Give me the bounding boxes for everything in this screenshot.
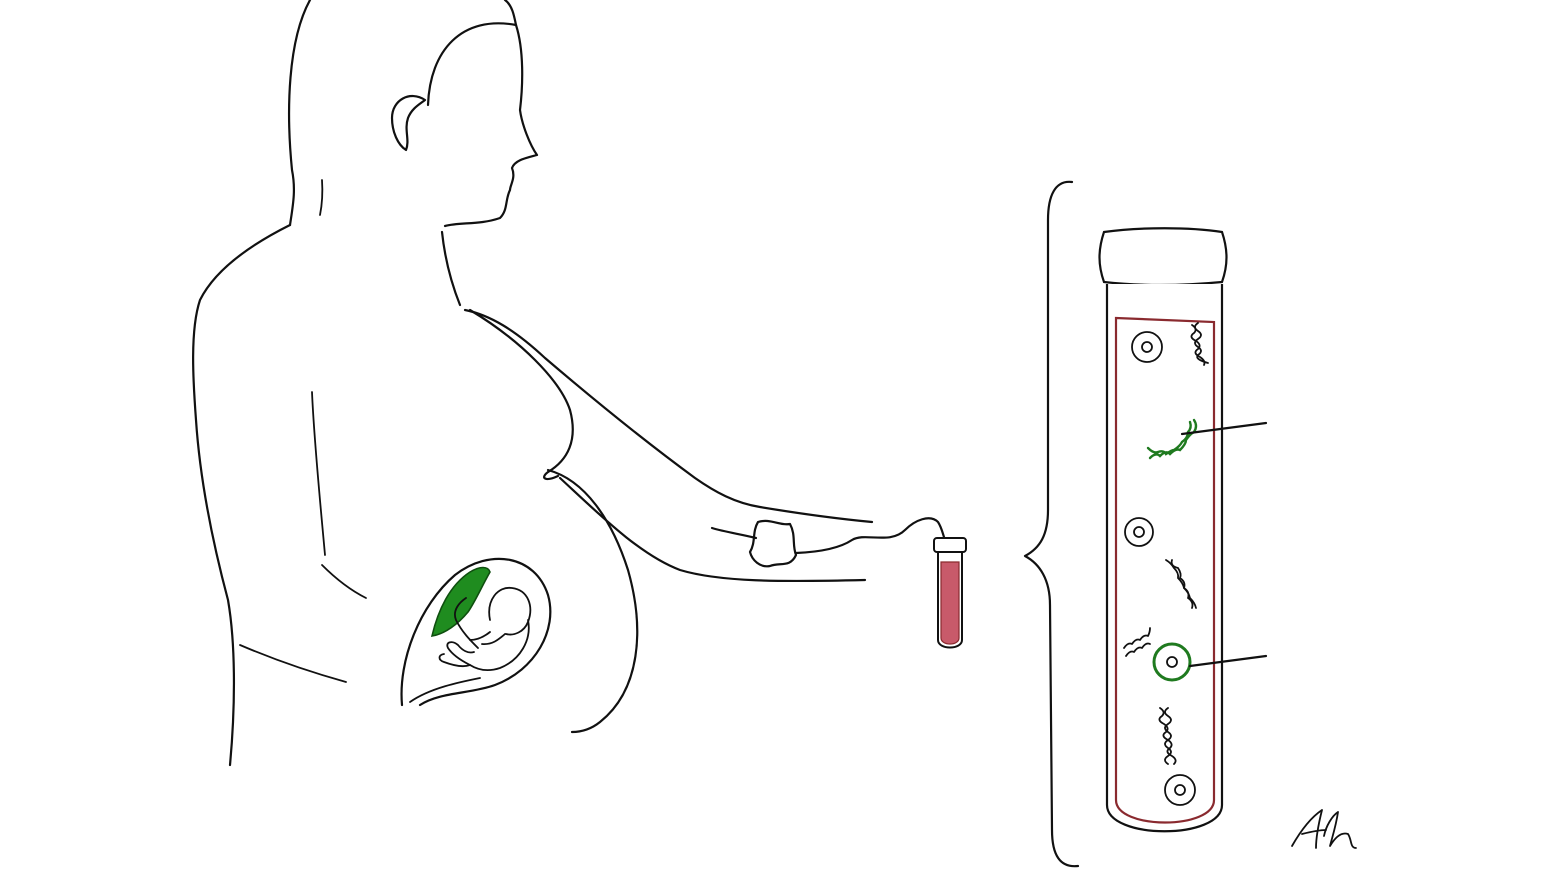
maternal-cells: [1124, 331, 1196, 806]
blood-tube-magnified: [1098, 227, 1228, 833]
maternal-dna-fragments: [1123, 322, 1209, 765]
womb: [400, 557, 552, 707]
pregnant-woman-outline: [192, 0, 874, 767]
curly-brace: [1023, 180, 1080, 868]
artist-signature: [1291, 809, 1357, 849]
fetus: [438, 587, 532, 672]
blood-collection-tube-small: [933, 537, 967, 649]
tubing: [794, 517, 947, 555]
arm-cuff: [710, 519, 798, 568]
fetal-cell: [1152, 642, 1192, 682]
callout-lines: [1180, 421, 1268, 668]
blood-plasma: [1114, 316, 1216, 824]
